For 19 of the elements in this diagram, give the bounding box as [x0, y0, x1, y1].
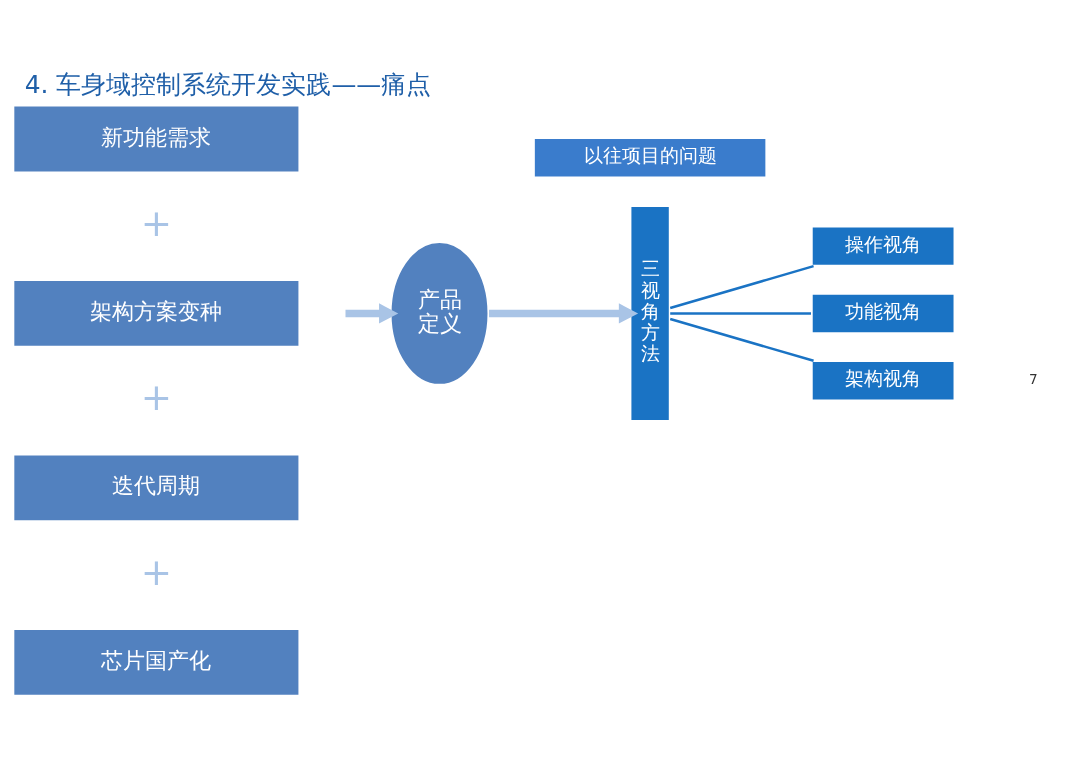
connector [670, 312, 811, 315]
label: + [140, 375, 173, 420]
node-box: 操作视角 [810, 225, 956, 268]
node-box: 架构方案变种 [11, 278, 301, 349]
arrow [489, 303, 639, 324]
node-box: 三视角方法 [628, 204, 672, 423]
node-box: 以往项目的问题 [532, 136, 768, 179]
label: + [140, 200, 173, 245]
node-box: 芯片国产化 [11, 627, 301, 698]
label: 7 [1028, 371, 1038, 388]
diagram-title: 4. 车身域控制系统开发实践——痛点 [24, 69, 432, 99]
node-box: 架构视角 [810, 359, 956, 402]
connector [669, 317, 814, 362]
node-box: 迭代周期 [11, 453, 301, 523]
node-box: 功能视角 [810, 292, 956, 335]
label: + [140, 549, 173, 594]
connector [669, 264, 814, 310]
node-ellipse: 产品定义 [389, 240, 490, 387]
node-box: 新功能需求 [11, 104, 301, 174]
